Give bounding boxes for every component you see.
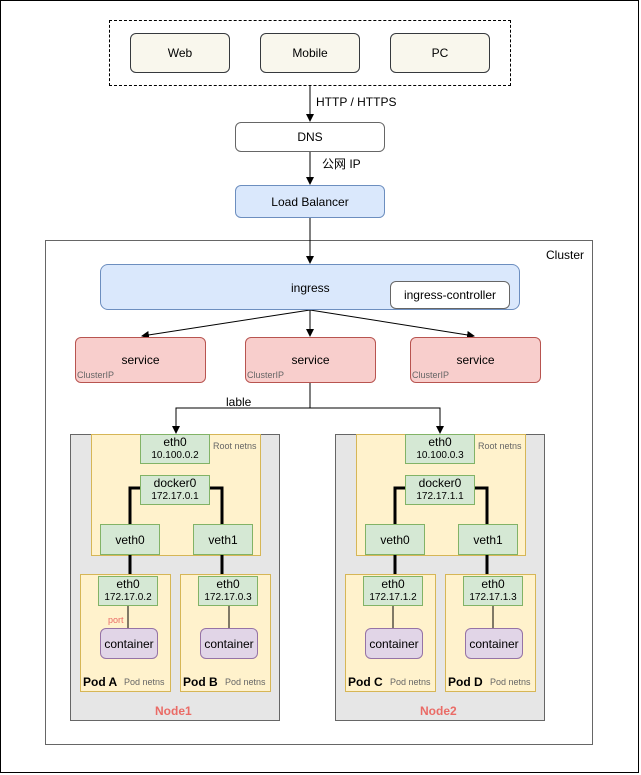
service-3-clusterip: ClusterIP <box>412 370 450 380</box>
node2-docker0-ip: 172.17.1.1 <box>416 491 464 502</box>
node1-eth0-ip: 10.100.0.2 <box>151 450 199 461</box>
service-3-label: service <box>456 353 495 367</box>
cluster-label: Cluster <box>546 248 585 262</box>
node2-docker0[interactable]: docker0 172.17.1.1 <box>405 475 475 505</box>
pod-b-eth0[interactable]: eth0 172.17.0.3 <box>198 576 258 606</box>
node2-eth0[interactable]: eth0 10.100.0.3 <box>405 434 475 464</box>
edge-service-node2 <box>310 407 444 434</box>
edge-ingress-service3 <box>309 309 475 339</box>
client-web[interactable]: Web <box>130 33 230 73</box>
service-2-label: service <box>291 353 330 367</box>
node1-docker0-label: docker0 <box>153 476 197 490</box>
pod-a-name: Pod A <box>83 675 118 689</box>
pod-a-eth0-ip: 172.17.0.2 <box>104 592 152 603</box>
edge-service-node1 <box>172 383 311 434</box>
pod-c-eth0-label: eth0 <box>381 577 405 591</box>
pod-d-name: Pod D <box>448 675 483 689</box>
edge-label-http: HTTP / HTTPS <box>316 95 397 109</box>
pod-d-netns-label: Pod netns <box>490 677 531 687</box>
service-2[interactable]: service <box>245 337 376 383</box>
node1-docker0[interactable]: docker0 172.17.0.1 <box>140 475 210 505</box>
node2-veth1[interactable]: veth1 <box>458 524 518 555</box>
client-mobile[interactable]: Mobile <box>260 33 360 73</box>
node2-veth0[interactable]: veth0 <box>365 524 425 555</box>
pod-d-container[interactable]: container <box>465 628 523 659</box>
edge-label-lable: lable <box>226 395 252 409</box>
pod-b-netns-label: Pod netns <box>225 677 266 687</box>
pod-c-eth0-ip: 172.17.1.2 <box>369 592 417 603</box>
node2-eth0-ip: 10.100.0.3 <box>416 450 464 461</box>
pod-c-name: Pod C <box>348 675 383 689</box>
pod-d-eth0-ip: 172.17.1.3 <box>469 592 517 603</box>
service-1[interactable]: service <box>75 337 206 383</box>
node1-veth1[interactable]: veth1 <box>193 524 253 555</box>
edge-label-public-ip: 公网 IP <box>322 157 361 171</box>
pod-d-eth0[interactable]: eth0 172.17.1.3 <box>463 576 523 606</box>
cluster-container <box>45 240 593 745</box>
load-balancer-box[interactable]: Load Balancer <box>235 185 385 218</box>
pod-b-container[interactable]: container <box>200 628 258 659</box>
service-2-clusterip: ClusterIP <box>247 370 285 380</box>
node2-eth0-label: eth0 <box>428 435 452 449</box>
service-1-clusterip: ClusterIP <box>77 370 115 380</box>
service-3[interactable]: service <box>410 337 541 383</box>
node2-docker0-label: docker0 <box>418 476 462 490</box>
client-pc[interactable]: PC <box>390 33 490 73</box>
service-1-label: service <box>121 353 160 367</box>
node1-root-netns-label: Root netns <box>213 441 257 451</box>
pod-d-eth0-label: eth0 <box>481 577 505 591</box>
pod-b-eth0-ip: 172.17.0.3 <box>204 592 252 603</box>
pod-a-eth0-label: eth0 <box>116 577 140 591</box>
node1-eth0-label: eth0 <box>163 435 187 449</box>
pod-a-eth0[interactable]: eth0 172.17.0.2 <box>98 576 158 606</box>
pod-b-eth0-label: eth0 <box>216 577 240 591</box>
clients-group <box>109 20 511 86</box>
node1-veth0[interactable]: veth0 <box>100 524 160 555</box>
ingress-label: ingress <box>291 281 330 295</box>
pod-c-eth0[interactable]: eth0 172.17.1.2 <box>363 576 423 606</box>
pod-b-name: Pod B <box>183 675 218 689</box>
edge-ingress-service1 <box>141 309 311 339</box>
ingress-controller-box[interactable]: ingress-controller <box>390 281 510 309</box>
pod-a-netns-label: Pod netns <box>124 677 165 687</box>
node1-docker0-ip: 172.17.0.1 <box>151 491 199 502</box>
pod-a-port-label: port <box>108 615 124 625</box>
node2-root-netns-label: Root netns <box>478 441 522 451</box>
pod-c-container[interactable]: container <box>365 628 423 659</box>
pod-a-container[interactable]: container <box>100 628 158 659</box>
node2-label: Node2 <box>420 704 457 718</box>
pod-c-netns-label: Pod netns <box>390 677 431 687</box>
node1-label: Node1 <box>155 704 192 718</box>
dns-box[interactable]: DNS <box>235 122 385 152</box>
node1-eth0[interactable]: eth0 10.100.0.2 <box>140 434 210 464</box>
